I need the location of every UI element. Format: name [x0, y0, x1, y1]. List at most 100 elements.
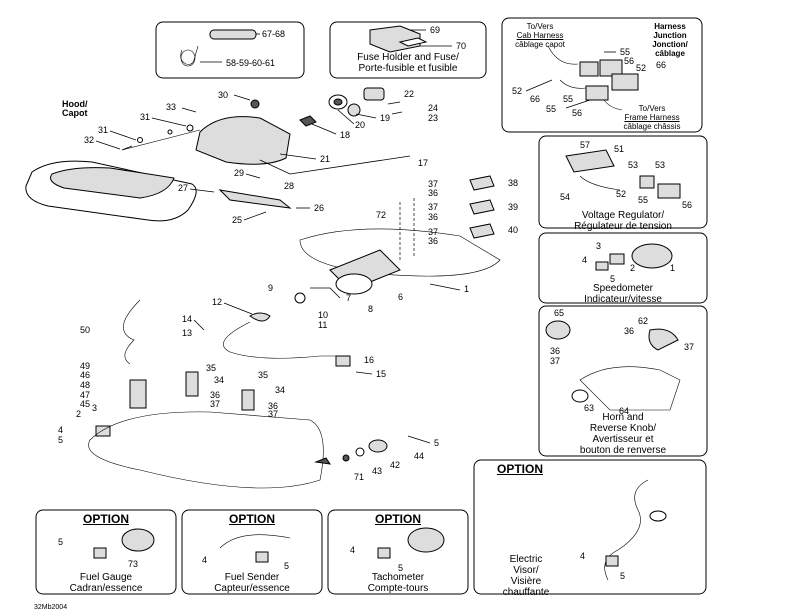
part-number: 72 [376, 210, 386, 220]
frame-harness-label: To/Vers Frame Harness câblage châssis [623, 104, 681, 131]
part-number: 71 [354, 472, 364, 482]
part-number: 66 [530, 94, 540, 104]
part-number: 5 [58, 537, 63, 547]
option-box-electric-visor [473, 459, 707, 595]
part-number: 37 [210, 399, 220, 409]
part-number: 36 [624, 326, 634, 336]
part-number: 4 [582, 255, 587, 265]
cab-harness-label: To/Vers Cab Harness câblage capot [515, 22, 565, 49]
part-number: 57 [580, 140, 590, 150]
bracket-part [218, 189, 292, 209]
part-number: 53 [628, 160, 638, 170]
fuse-holder-box [329, 21, 487, 79]
part-number: 43 [372, 466, 382, 476]
part-number: 52 [616, 189, 626, 199]
hood-label: Hood/ Capot [62, 99, 88, 118]
part-number: 56 [624, 56, 634, 66]
part-number: 46 [80, 370, 90, 380]
part-number: 4 [350, 545, 355, 555]
part-number: 64 [619, 406, 629, 416]
fuel-sender-caption: Fuel Sender Capteur/essence [214, 572, 290, 594]
part-number: 37 [684, 342, 694, 352]
part-number: 4 [580, 551, 585, 561]
part-number: 36 [428, 212, 438, 222]
speedometer-caption: Speedometer Indicateur/vitesse [584, 283, 662, 305]
part-number: 1 [464, 284, 469, 294]
frame-outline [88, 411, 324, 489]
horn-reverse-caption: Horn and Reverse Knob/ Avertisseur et bo… [579, 412, 667, 456]
part-number: 54 [560, 192, 570, 202]
option-title: OPTION [496, 462, 543, 476]
part-number: 37 [428, 202, 438, 212]
part-number: 45 [80, 399, 90, 409]
regulator-part [565, 149, 615, 173]
part-number: 55 [620, 47, 630, 57]
speedometer-part [631, 243, 673, 269]
part-number: 30 [218, 90, 228, 100]
part-number: 31 [98, 125, 108, 135]
part-number: 36 [428, 236, 438, 246]
part-number: 34 [275, 385, 285, 395]
part-number: 70 [456, 41, 466, 51]
clamp-part [180, 45, 199, 65]
part-number: 33 [166, 102, 176, 112]
part-number: 37 [268, 409, 278, 419]
part-number: 37 [428, 227, 438, 237]
part-number: 5 [434, 438, 439, 448]
grommet-part-body [209, 29, 257, 40]
part-number: 4 [58, 425, 63, 435]
part-number: 25 [232, 215, 242, 225]
option-box-fuel-sender [181, 509, 323, 595]
part-number: 67-68 [262, 29, 285, 39]
part-number: 34 [214, 375, 224, 385]
console-outline [299, 228, 501, 277]
option-title: OPTION [228, 512, 275, 526]
part-number: 66 [656, 60, 666, 70]
part-number: 51 [614, 144, 624, 154]
part-number: 16 [364, 355, 374, 365]
part-number: 9 [268, 283, 273, 293]
part-number: 22 [404, 89, 414, 99]
part-number: 15 [376, 369, 386, 379]
part-number: 52 [512, 86, 522, 96]
part-number: 19 [380, 113, 390, 123]
part-number: 11 [318, 320, 327, 330]
part-number: 3 [596, 241, 601, 251]
part-number: 6 [398, 292, 403, 302]
part-number: 5 [610, 274, 615, 284]
part-number: 17 [418, 158, 428, 168]
option-title: OPTION [82, 512, 129, 526]
voltage-regulator-caption: Voltage Regulator/ Régulateur de tension [574, 210, 672, 232]
fuel-gauge-caption: Fuel Gauge Cadran/essence [69, 572, 143, 594]
caption-line: Porte-fusible et fusible [358, 63, 458, 74]
fuse-holder-caption: Fuse Holder and Fuse/ Porte-fusible et f… [334, 52, 482, 74]
part-number: 12 [212, 297, 222, 307]
part-number: 49 [80, 361, 90, 371]
part-number: 23 [428, 113, 438, 123]
part-number: 2 [76, 409, 81, 419]
part-number: 10 [318, 310, 328, 320]
part-number: 3 [92, 403, 97, 413]
part-number: 35 [258, 370, 268, 380]
part-number: 26 [314, 203, 324, 213]
part-number: 20 [355, 120, 365, 130]
tachometer-caption: Tachometer Compte-tours [367, 572, 429, 594]
reverse-knob-part [648, 328, 679, 351]
part-number: 39 [508, 202, 518, 212]
part-number: 36 [268, 401, 278, 411]
part-number: 5 [58, 435, 63, 445]
part-number: 5 [284, 561, 289, 571]
part-number: 65 [554, 308, 564, 318]
part-number: 35 [206, 363, 216, 373]
part-number: 7 [346, 293, 351, 303]
part-number: 37 [550, 356, 560, 366]
part-number: 73 [128, 559, 138, 569]
horn-part [545, 320, 571, 340]
part-number: 36 [428, 188, 438, 198]
part-number: 29 [234, 168, 244, 178]
part-number: 36 [210, 390, 220, 400]
part-number: 4 [202, 555, 207, 565]
part-number: 40 [508, 225, 518, 235]
part-number: 50 [80, 325, 90, 335]
